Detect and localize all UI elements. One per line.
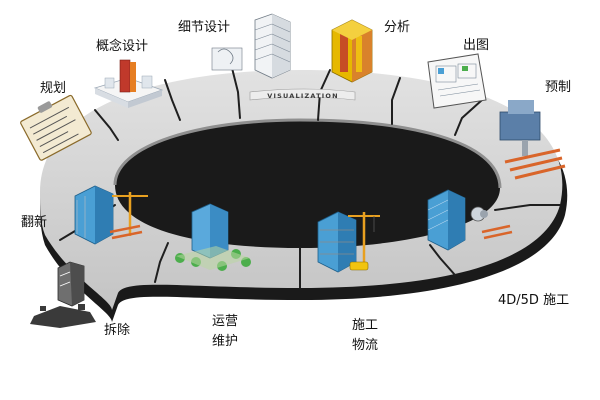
stage-label-operation-maintenance-line1: 运营 xyxy=(212,314,239,329)
ring-surface xyxy=(40,70,563,310)
stage-label-planning: 规划 xyxy=(40,81,67,96)
stage-label-renovation: 翻新 xyxy=(21,215,48,230)
visualization-band xyxy=(249,88,356,101)
stage-label-construction-logistics-line2: 物流 xyxy=(352,338,379,353)
stage-label-analysis: 分析 xyxy=(384,20,411,35)
concept-model-icon xyxy=(93,59,164,108)
visualization-caption: VISUALIZATION xyxy=(267,92,338,100)
stage-label-operation-maintenance-line2: 维护 xyxy=(212,334,239,349)
stage-label-detail-design: 细节设计 xyxy=(178,20,231,35)
stage-label-prefabrication: 预制 xyxy=(545,80,572,95)
ring-segment-dividers xyxy=(59,67,561,289)
stage-label-demolition: 拆除 xyxy=(104,323,131,338)
stage-label-construction-logistics-line1: 施工 xyxy=(352,318,379,333)
clipboard-plan-icon xyxy=(20,94,92,161)
demolished-building-icon xyxy=(30,261,96,328)
finished-building-icon xyxy=(175,203,251,271)
stage-label-drawings: 出图 xyxy=(463,38,490,53)
construction-site-icon xyxy=(317,211,380,273)
building-with-crane-icon xyxy=(427,189,513,251)
prefab-machine-icon xyxy=(499,100,566,180)
stage-label-concept-design: 概念设计 xyxy=(96,39,149,54)
drawing-sheet-icon xyxy=(427,53,487,109)
ring-inner-rim xyxy=(113,118,502,189)
stage-label-4d5d-construction: 4D/5D 施工 xyxy=(498,293,570,308)
detailed-building-icon xyxy=(211,13,291,79)
renovation-crane-icon xyxy=(74,185,148,245)
analysis-model-icon xyxy=(331,19,373,83)
